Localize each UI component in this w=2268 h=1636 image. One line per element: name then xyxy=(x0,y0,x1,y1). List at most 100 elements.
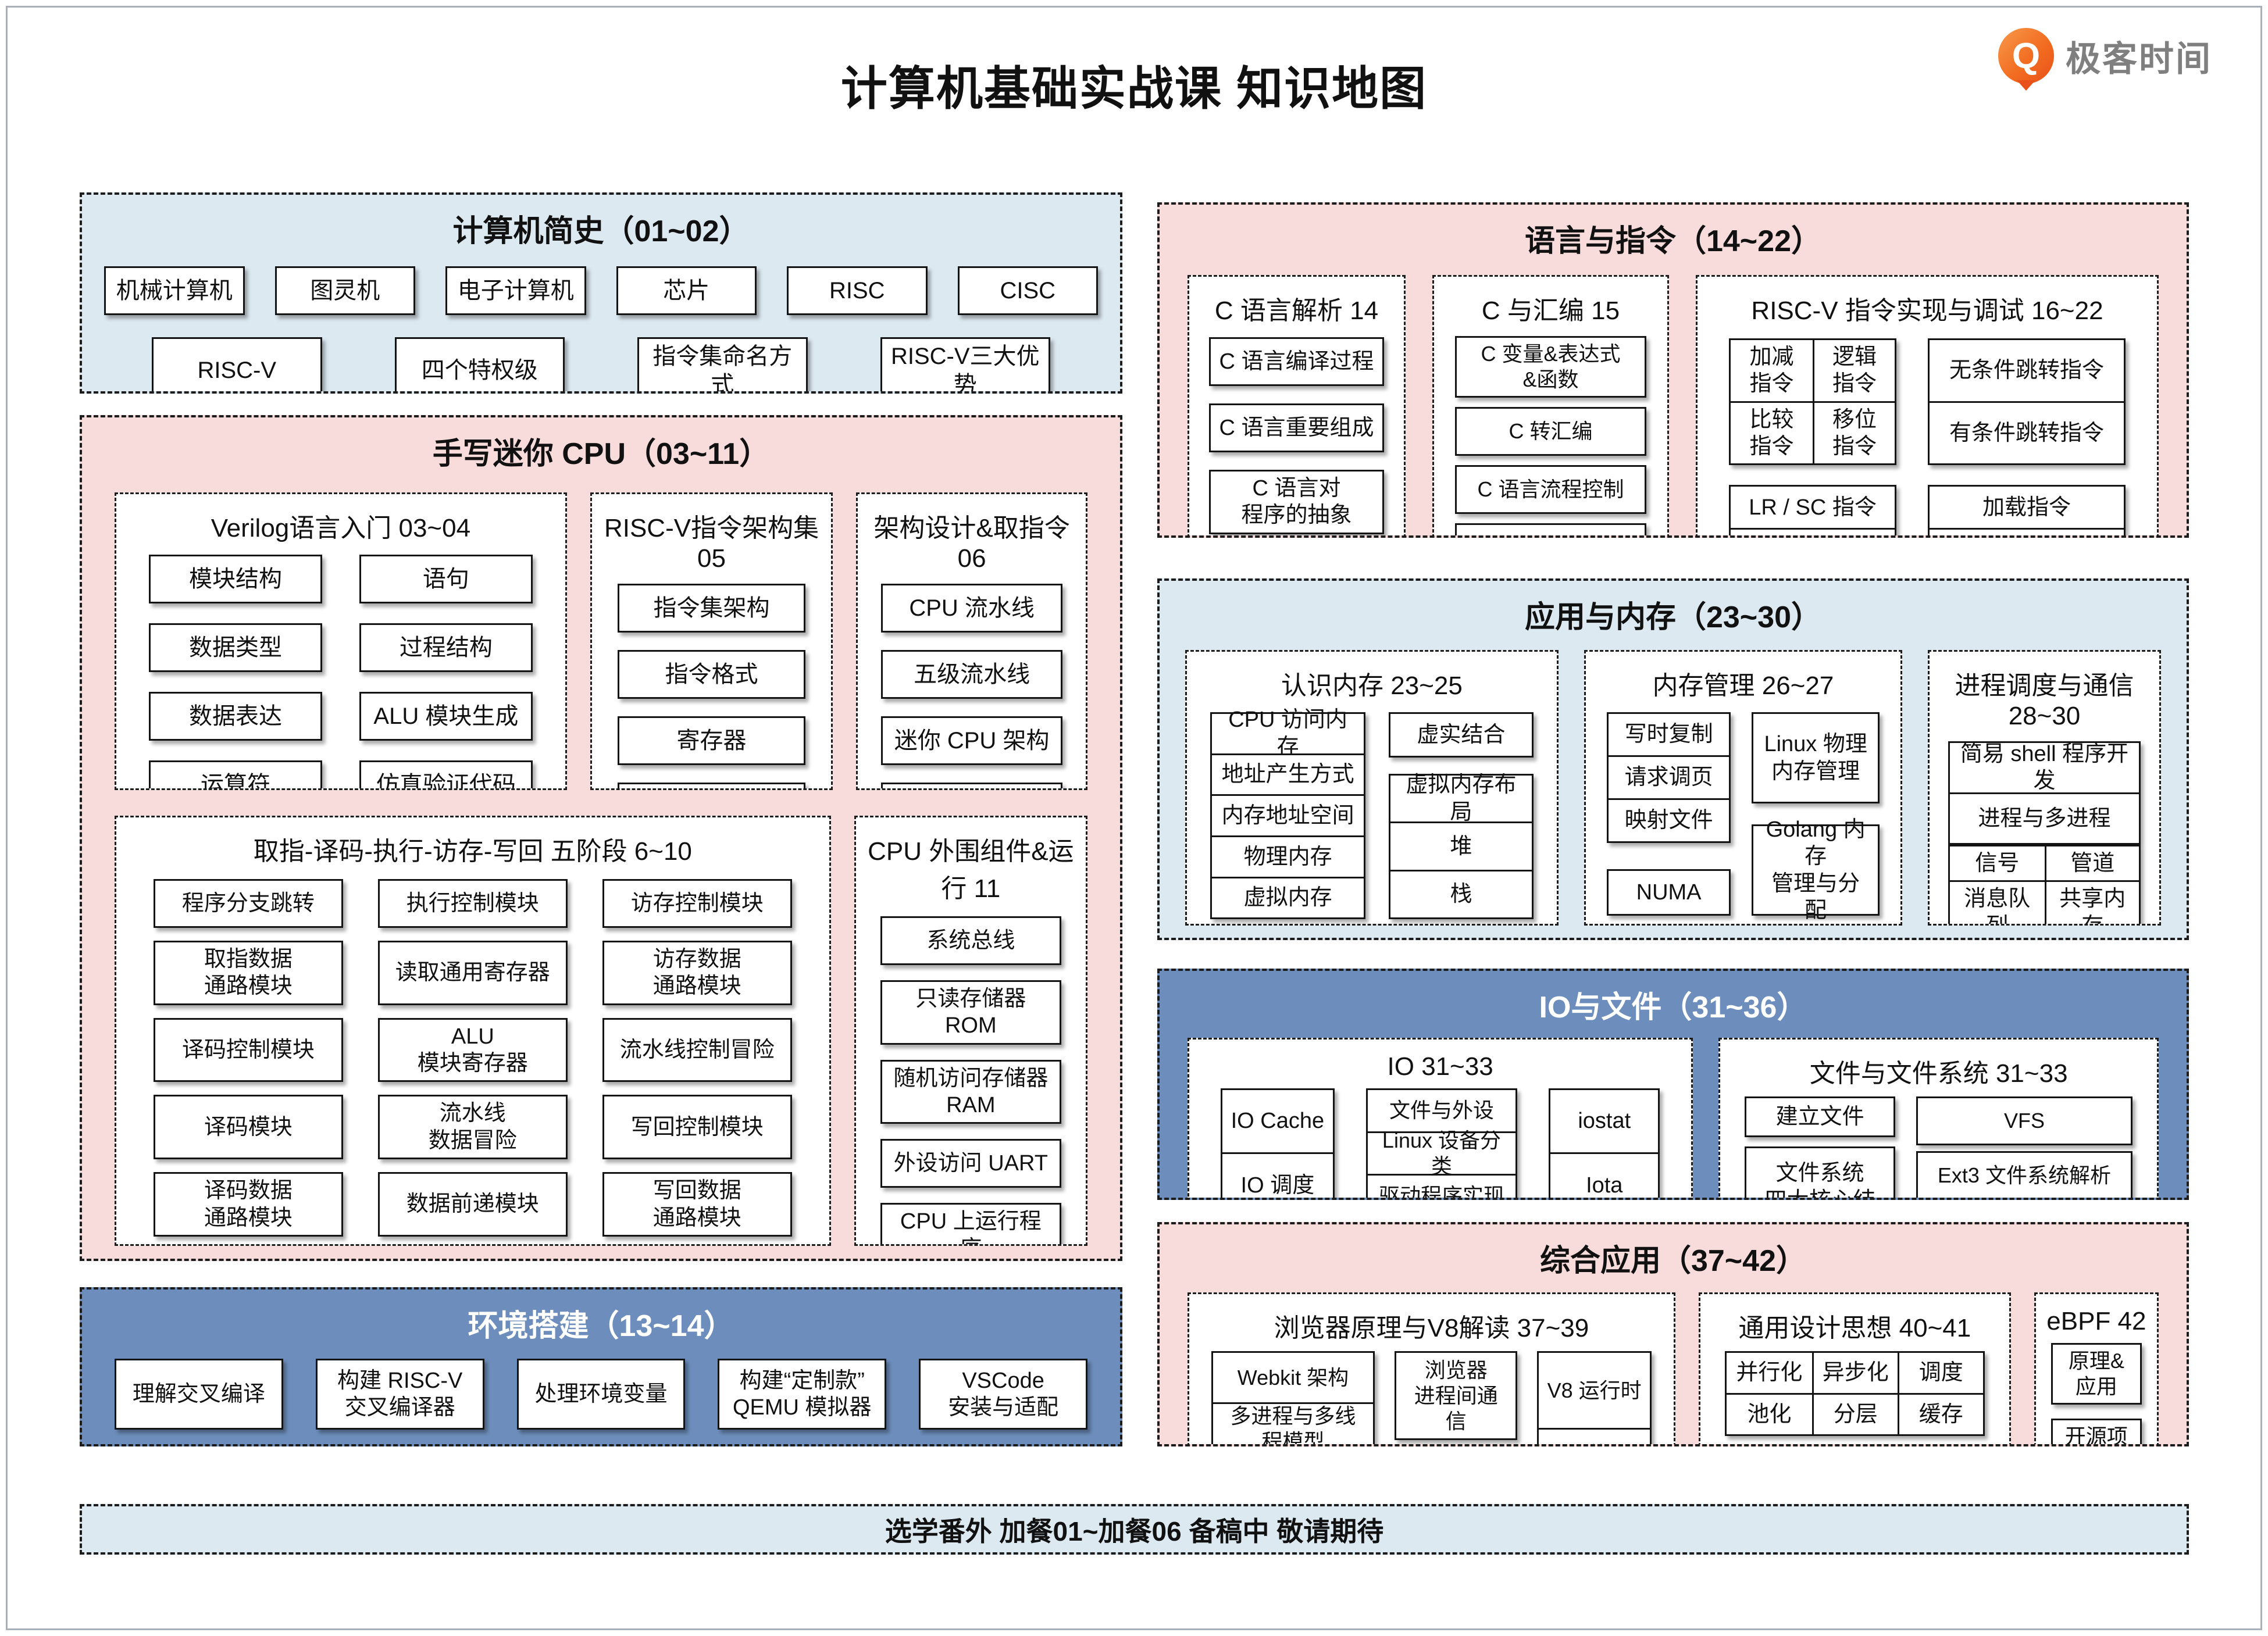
subsection-title: 取指-译码-执行-访存-写回 五阶段 6~10 xyxy=(253,837,692,866)
topic-box: VFS xyxy=(1916,1096,2133,1145)
topic-box: 模块结构 xyxy=(149,555,322,603)
subsection-five-stage: 取指-译码-执行-访存-写回 五阶段 6~10 程序分支跳转执行控制模块访存控制… xyxy=(115,816,831,1246)
brand-name: 极客时间 xyxy=(2066,39,2212,78)
topic-box: Webkit 架构 xyxy=(1213,1353,1373,1403)
topic-box: NUMA xyxy=(1606,869,1731,916)
topic-box: 指令集架构 xyxy=(617,584,806,633)
topic-box: CPU 访问内存 xyxy=(1212,708,1364,759)
topic-box: 电子计算机 xyxy=(445,266,586,315)
topic-box: CISC xyxy=(957,266,1098,315)
topic-box: V8 执行 JS xyxy=(1539,1428,1650,1444)
topic-box: 随机访问存储器 RAM xyxy=(880,1059,1061,1124)
topic-box: 构建 RISC-V 交叉编译器 xyxy=(315,1359,484,1430)
topic-box: 译码数据 通路模块 xyxy=(154,1172,343,1237)
topic-box: 管道 xyxy=(2044,846,2139,881)
page-title: 计算机基础实战课 知识地图 xyxy=(840,63,1428,115)
topic-box: 逻辑指令 xyxy=(1813,340,1895,401)
topic-box: Golang 内存 管理与分配 xyxy=(1752,817,1880,923)
topic-box: 数据表达 xyxy=(149,692,322,741)
subsection-title: 架构设计&取指令 06 xyxy=(873,514,1070,573)
topic-box: 写时复制 xyxy=(1608,714,1729,755)
topic-box: 程序分支跳转 xyxy=(154,879,343,928)
section-environment: 环境搭建（13~14） 理解交叉编译构建 RISC-V 交叉编译器处理环境变量构… xyxy=(80,1287,1122,1446)
topic-box: 指令格式 xyxy=(617,650,806,699)
riscv-loadstore-stack: 加载指令储存指令 xyxy=(1928,485,2126,535)
topic-box: 读取通用寄存器 xyxy=(377,941,568,1005)
brand-logo: Q 极客时间 xyxy=(1998,28,2212,84)
virtual-memory-column: 虚实结合 虚拟内存布局堆栈 xyxy=(1389,712,1534,920)
topic-box: 并行化 xyxy=(1726,1353,1812,1393)
riscv-jump-stack: 无条件跳转指令有条件跳转指令 xyxy=(1928,338,2126,466)
topic-box: 加减指令 xyxy=(1730,340,1813,401)
v8-stack: V8 运行时V8 执行 JS xyxy=(1537,1351,1652,1444)
topic-box: 外设访问 UART xyxy=(880,1139,1061,1188)
topic-box: 请求调页 xyxy=(1608,755,1729,798)
subsection-title: CPU 外围组件&运行 11 xyxy=(868,837,1074,903)
topic-box: 译码模块 xyxy=(154,1095,343,1160)
topic-box: 流水线 数据冒险 xyxy=(377,1095,568,1160)
topic-box: 写回数据 通路模块 xyxy=(602,1172,792,1237)
subsection-ebpf: eBPF 42 原理&应用开源项目 xyxy=(2034,1292,2159,1444)
topic-box: 指令预读取 xyxy=(881,783,1062,788)
topic-box: 信号 xyxy=(1950,846,2045,881)
topic-box: Iota xyxy=(1550,1152,1659,1198)
topic-box: 缓存 xyxy=(1897,1392,1983,1434)
topic-box: RISC-V xyxy=(152,337,322,391)
ebpf-list: 原理&应用开源项目 xyxy=(2051,1343,2142,1444)
memory-layout-stack: 虚拟内存布局堆栈 xyxy=(1389,773,1534,920)
memory-access-stack: CPU 访问内存地址产生方式内存地址空间物理内存虚拟内存 xyxy=(1210,708,1366,920)
topic-box: 处理环境变量 xyxy=(516,1359,686,1430)
topic-box: 进程与多进程 xyxy=(1950,792,2139,843)
topic-box: 仿真验证代码 xyxy=(359,760,533,788)
section-title: 综合应用（37~42） xyxy=(1539,1244,1807,1278)
topic-box: 建立文件 xyxy=(1745,1096,1895,1137)
topic-box: 数据前递模块 xyxy=(377,1172,568,1237)
topic-box: 开源项目 xyxy=(2051,1418,2142,1444)
subsection-title: 内存管理 26~27 xyxy=(1652,671,1834,700)
topic-box: 译码控制模块 xyxy=(154,1017,343,1083)
section-comprehensive-apps: 综合应用（37~42） 浏览器原理与V8解读 37~39 Webkit 架构多进… xyxy=(1157,1222,2189,1446)
topic-box: 栈 xyxy=(1390,869,1532,918)
topic-box: 比较指令 xyxy=(1730,401,1813,464)
subsection-title: RISC-V指令架构集 05 xyxy=(604,514,819,573)
subsection-design-ideas: 通用设计思想 40~41 并行化异步化调度池化分层缓存 xyxy=(1698,1292,2011,1444)
topic-box: 过程结构 xyxy=(359,623,533,672)
topic-box: RISC-V三大优势 xyxy=(880,337,1050,391)
topic-box: 虚拟内存布局 xyxy=(1390,773,1532,824)
topic-box: 有条件跳转指令 xyxy=(1930,401,2124,464)
topic-box: C 变量&表达式 &函数 xyxy=(1454,336,1646,398)
topic-box: IO 调度 xyxy=(1222,1152,1333,1198)
topic-box: 数据类型 xyxy=(149,623,322,672)
topic-box: C 语言调用规范 xyxy=(1454,523,1646,535)
geektime-icon: Q xyxy=(1998,28,2054,84)
topic-box: ALU 模块生成 xyxy=(359,692,533,741)
topic-box: 驱动程序实现 xyxy=(1367,1174,1516,1198)
topic-box: 储存指令 xyxy=(1930,527,2124,535)
subsection-isa: RISC-V指令架构集 05 指令集架构指令格式寄存器RV32I 详解 xyxy=(590,492,833,790)
topic-box: CPU 上运行程序 xyxy=(880,1203,1061,1244)
topic-box: 迷你 CPU 架构 xyxy=(881,716,1062,765)
topic-box: C 语言重要组成 xyxy=(1209,403,1384,452)
topic-box: VSCode 安装与适配 xyxy=(919,1359,1087,1430)
topic-box: 语句 xyxy=(359,555,533,603)
section-mini-cpu: 手写迷你 CPU（03~11） Verilog语言入门 03~04 模块结构语句… xyxy=(80,415,1122,1261)
topic-box: 堆 xyxy=(1390,821,1532,870)
subsection-know-memory: 认识内存 23~25 CPU 访问内存地址产生方式内存地址空间物理内存虚拟内存 … xyxy=(1185,650,1559,926)
section-title: 环境搭建（13~14） xyxy=(468,1309,734,1343)
subsection-memory-management: 内存管理 26~27 写时复制请求调页映射文件 NUMA Linux 物理 内存… xyxy=(1584,650,1903,926)
topic-box: 虚拟内存 xyxy=(1212,876,1364,918)
topic-box: 理解交叉编译 xyxy=(115,1359,283,1430)
topic-box: Linux 物理 内存管理 xyxy=(1752,712,1880,804)
topic-box: ALU 模块寄存器 xyxy=(377,1017,568,1083)
